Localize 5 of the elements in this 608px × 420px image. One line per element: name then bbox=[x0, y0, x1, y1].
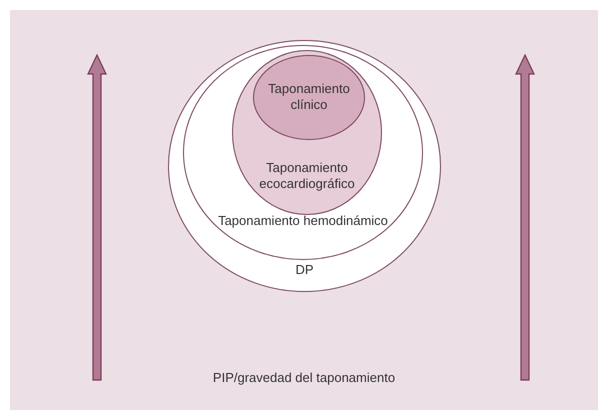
region-label: DP bbox=[294, 262, 315, 278]
region-label: Taponamiento hemodinámico bbox=[217, 213, 389, 229]
axis-label: PIP/gravedad del taponamiento bbox=[212, 370, 396, 385]
region-label: Taponamiento ecocardiográfico bbox=[258, 160, 356, 192]
region-label: Taponamiento clínico bbox=[267, 81, 351, 113]
